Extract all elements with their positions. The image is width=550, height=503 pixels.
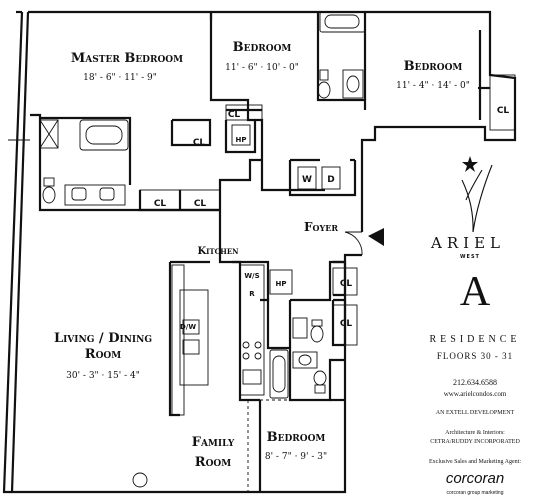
bath-three-toilet: [313, 370, 327, 386]
living-dining-label-1: Living / Dining: [54, 331, 152, 346]
floors-label: FLOORS 30 - 31: [436, 351, 514, 361]
bedroom-one-label: Bedroom: [233, 40, 292, 55]
kitchen-counter-east: [239, 264, 265, 396]
exterior-wall-lower: [343, 253, 362, 478]
closet-label: CL: [340, 279, 353, 289]
heat-pump-label: HP: [276, 280, 287, 288]
living-dining-label-2: Room: [85, 347, 121, 362]
kitchen-counter-west: [171, 264, 185, 416]
master-vanity: [64, 184, 126, 206]
developer-label: AN EXTELL DEVELOPMENT: [435, 410, 515, 416]
exterior-wall-left: [10, 11, 347, 494]
kitchen-island: [179, 289, 209, 386]
family-room-label-2: Room: [195, 455, 231, 470]
star-icon: [462, 156, 478, 172]
washer-box: [297, 166, 317, 190]
master-toilet: [42, 186, 56, 204]
closet-label: CL: [193, 138, 206, 148]
powder-toilet: [310, 325, 324, 343]
heat-pump-label: HP: [236, 136, 247, 144]
refrigerator-label: R: [249, 290, 255, 298]
washer-label: W: [302, 175, 312, 185]
bedroom-two-label: Bedroom: [404, 59, 463, 74]
exterior-wall: [28, 10, 517, 232]
bath-two-toilet: [317, 81, 331, 99]
website-link[interactable]: www.arielcondos.com: [443, 390, 507, 398]
closet-label: CL: [154, 199, 167, 209]
master-bathtub: [79, 119, 129, 151]
logo-name: ARIEL: [430, 234, 505, 252]
closet-label: CL: [228, 110, 241, 120]
dryer-label: D: [327, 175, 334, 185]
bedroom-three-dims: 8' - 7" · 9' - 3": [265, 452, 327, 462]
fixture-labels: CL HP CL CL CL CL W D W/S R HP D/W CL CL: [154, 106, 510, 331]
kitchen-label: Kitchen: [197, 246, 239, 257]
fixtures: [8, 11, 516, 492]
residence-label: RESIDENCE: [429, 334, 521, 345]
entry-door-swing: [344, 231, 363, 256]
agency-sub: corcoran group marketing: [446, 490, 504, 496]
master-bedroom-dims: 18' - 6" · 11' - 9": [83, 73, 157, 83]
dishwasher-label: D/W: [180, 323, 196, 331]
bedroom-one-dims: 11' - 6" · 10' - 0": [225, 63, 299, 73]
phone-number: 212.634.6588: [453, 378, 497, 387]
architect-line-1: Architecture & Interiors:: [445, 430, 505, 436]
foyer-label: Foyer: [304, 220, 338, 234]
closet-label: CL: [497, 106, 510, 116]
room-labels: Master Bedroom 18' - 6" · 11' - 9" Bedro…: [54, 40, 470, 470]
living-dining-dims: 30' - 3" · 15' - 4": [66, 371, 140, 381]
bedroom-two-dims: 11' - 4" · 14' - 0": [396, 81, 470, 91]
bath-two-tub: [319, 11, 366, 33]
walls: [2, 10, 517, 494]
dryer-box: [321, 166, 341, 190]
closet-label: CL: [194, 199, 207, 209]
bedroom-three-label: Bedroom: [267, 430, 326, 445]
agent-label: Exclusive Sales and Marketing Agent:: [429, 459, 521, 465]
ariel-logo: ARIEL WEST: [430, 156, 505, 260]
wine-storage-label: W/S: [244, 272, 259, 280]
unit-letter: A: [459, 269, 491, 315]
master-bedroom-wall: [30, 113, 220, 212]
star-logo-icon: [461, 164, 493, 233]
family-room-label-1: Family: [192, 435, 235, 450]
master-shower: [39, 119, 59, 149]
powder-sink: [292, 317, 308, 339]
entry-arrow-icon: [368, 228, 384, 246]
closet-label: CL: [340, 319, 353, 329]
column: [132, 472, 148, 488]
master-bedroom-label: Master Bedroom: [71, 51, 183, 66]
logo-sub: WEST: [460, 254, 480, 260]
architect-line-2: CETRA/RUDDY INCORPORATED: [430, 439, 520, 445]
agency-logo: corcoran: [445, 470, 505, 487]
bath-two-sink: [342, 69, 364, 99]
bath-three-tub: [269, 349, 289, 399]
